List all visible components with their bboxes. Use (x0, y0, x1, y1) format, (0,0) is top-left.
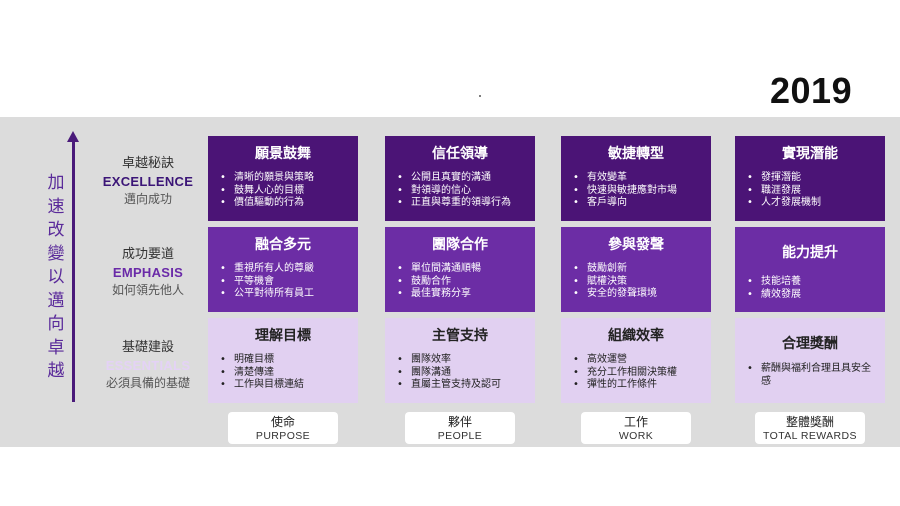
cell-title: 理解目標 (255, 328, 311, 344)
cell-bullet: 直屬主管支持及認可 (395, 379, 525, 392)
cell-bullet: 公開且真實的溝通 (395, 172, 525, 185)
cell-bullet: 團隊溝通 (395, 367, 525, 380)
year-label: 2019 (770, 70, 853, 111)
row-label-essentials: 基礎建設 ESSENTIALS 必須具備的基礎 (92, 339, 204, 392)
cell-bullet: 薪酬與福利合理且具安全感 (745, 363, 875, 388)
cell-bullet: 客戶導向 (571, 197, 701, 210)
vertical-char: 速 (47, 196, 65, 217)
row-label-sub: 邁向成功 (123, 192, 172, 206)
cell-bullet: 技能培養 (745, 276, 875, 289)
cell-bullet: 工作與目標連結 (218, 379, 348, 392)
cell-bullet: 職涯發展 (745, 185, 875, 198)
cell-title: 主管支持 (432, 328, 488, 344)
row-label-sub: 如何領先他人 (111, 283, 184, 297)
cell-capability: 能力提升 技能培養 績效發展 (735, 227, 885, 312)
cell-bullet: 鼓勵創新 (571, 263, 701, 276)
footer-zh: 使命 (270, 415, 295, 429)
cell-fair-rewards: 合理獎酬 薪酬與福利合理且具安全感 (735, 318, 885, 403)
cell-voice: 參與發聲 鼓勵創新 賦權決策 安全的發聲環境 (561, 227, 711, 312)
cell-bullet: 安全的發聲環境 (571, 288, 701, 301)
row-label-sub: 必須具備的基礎 (105, 376, 190, 390)
cell-bullet: 明確目標 (218, 354, 348, 367)
cell-title: 敏捷轉型 (608, 146, 664, 162)
cell-title: 能力提升 (782, 245, 838, 261)
growth-arrow-head (67, 131, 79, 142)
cell-bullet: 賦權決策 (571, 276, 701, 289)
footer-zh: 整體獎酬 (785, 415, 834, 429)
cell-bullet: 團隊效率 (395, 354, 525, 367)
footer-people: 夥伴 PEOPLE (405, 412, 515, 444)
footer-purpose: 使命 PURPOSE (228, 412, 338, 444)
row-label-en: EMPHASIS (112, 265, 184, 280)
row-label-en: ESSENTIALS (105, 358, 191, 373)
cell-title: 合理獎酬 (782, 336, 838, 352)
footer-en: PEOPLE (437, 430, 483, 442)
cell-title: 團隊合作 (432, 237, 488, 253)
cell-bullet: 人才發展機制 (745, 197, 875, 210)
cell-bullet: 公平對待所有員工 (218, 288, 348, 301)
cell-bullet: 清楚傳達 (218, 367, 348, 380)
cell-title: 組織效率 (608, 328, 664, 344)
growth-arrow-shaft (72, 140, 75, 402)
cell-bullet: 平等機會 (218, 276, 348, 289)
row-label-zh: 卓越秘訣 (121, 156, 174, 171)
footer-en: WORK (618, 430, 654, 442)
vertical-label: 加 速 改 變 以 邁 向 卓 越 (44, 172, 68, 384)
vertical-char: 邁 (47, 290, 65, 311)
cell-bullet: 對領導的信心 (395, 185, 525, 198)
footer-zh: 工作 (623, 415, 648, 429)
vertical-char: 卓 (47, 337, 65, 358)
vertical-char: 以 (47, 267, 65, 287)
cell-title: 信任領導 (432, 146, 488, 162)
cell-title: 參與發聲 (608, 237, 664, 253)
row-label-zh: 成功要道 (121, 247, 174, 262)
cell-realize-potential: 實現潛能 發揮潛能 職涯發展 人才發展機制 (735, 136, 885, 221)
cell-bullet: 績效發展 (745, 289, 875, 302)
cell-vision: 願景鼓舞 清晰的願景與策略 鼓舞人心的目標 價值驅動的行為 (208, 136, 358, 221)
row-label-emphasis: 成功要道 EMPHASIS 如何領先他人 (92, 246, 204, 299)
footer-en: PURPOSE (255, 430, 311, 442)
cell-title: 融合多元 (255, 237, 311, 253)
stray-dot (479, 95, 481, 97)
cell-teamwork: 團隊合作 單位間溝通順暢 鼓勵合作 最佳實務分享 (385, 227, 535, 312)
cell-understand-goals: 理解目標 明確目標 清楚傳達 工作與目標連結 (208, 318, 358, 403)
cell-bullet: 重視所有人的尊嚴 (218, 263, 348, 276)
cell-bullet: 清晰的願景與策略 (218, 172, 348, 185)
cell-bullet: 充分工作相關決策權 (571, 367, 701, 380)
cell-title: 願景鼓舞 (255, 146, 311, 162)
cell-inclusion: 融合多元 重視所有人的尊嚴 平等機會 公平對待所有員工 (208, 227, 358, 312)
vertical-char: 變 (47, 243, 65, 264)
vertical-char: 改 (47, 220, 65, 240)
cell-agile-transformation: 敏捷轉型 有效變革 快速與敏捷應對市場 客戶導向 (561, 136, 711, 221)
cell-bullet: 有效變革 (571, 172, 701, 185)
cell-bullet: 鼓勵合作 (395, 276, 525, 289)
cell-bullet: 快速與敏捷應對市場 (571, 185, 701, 198)
cell-bullet: 正直與尊重的領導行為 (395, 197, 525, 210)
vertical-char: 越 (47, 361, 65, 381)
cell-bullet: 單位間溝通順暢 (395, 263, 525, 276)
row-label-excellence: 卓越秘訣 EXCELLENCE 邁向成功 (92, 155, 204, 208)
cell-bullet: 最佳實務分享 (395, 288, 525, 301)
footer-total-rewards: 整體獎酬 TOTAL REWARDS (755, 412, 865, 444)
row-label-en: EXCELLENCE (102, 174, 194, 189)
cell-bullet: 發揮潛能 (745, 172, 875, 185)
cell-trusted-leadership: 信任領導 公開且真實的溝通 對領導的信心 正直與尊重的領導行為 (385, 136, 535, 221)
cell-bullet: 彈性的工作條件 (571, 379, 701, 392)
cell-org-efficiency: 組織效率 高效運營 充分工作相關決策權 彈性的工作條件 (561, 318, 711, 403)
row-label-zh: 基礎建設 (121, 340, 174, 355)
cell-bullet: 鼓舞人心的目標 (218, 185, 348, 198)
vertical-char: 加 (47, 173, 65, 193)
footer-work: 工作 WORK (581, 412, 691, 444)
cell-bullet: 價值驅動的行為 (218, 197, 348, 210)
footer-en: TOTAL REWARDS (763, 430, 857, 442)
cell-manager-support: 主管支持 團隊效率 團隊溝通 直屬主管支持及認可 (385, 318, 535, 403)
cell-title: 實現潛能 (782, 146, 838, 162)
footer-zh: 夥伴 (447, 415, 472, 429)
vertical-char: 向 (47, 314, 65, 334)
cell-bullet: 高效運營 (571, 354, 701, 367)
